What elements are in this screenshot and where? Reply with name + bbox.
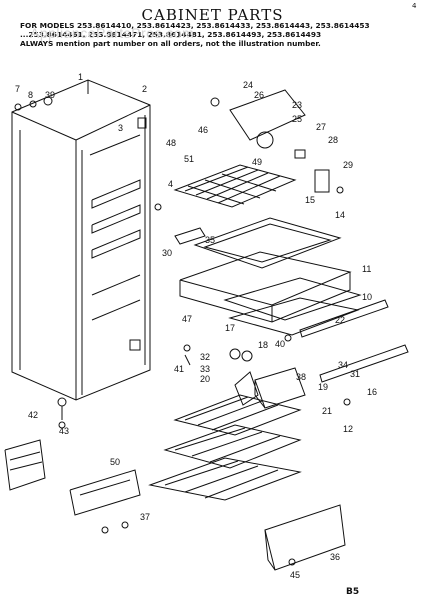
callout-41: 41 <box>174 364 184 374</box>
callout-7: 7 <box>15 84 20 94</box>
model-list: FOR MODELS 253.8614410, 253.8614423, 253… <box>20 21 400 48</box>
models-line-3: ALWAYS mention part number on all orders… <box>20 39 321 48</box>
callout-1: 1 <box>78 72 83 82</box>
callout-35: 35 <box>205 235 215 245</box>
drawer-rail <box>299 299 409 383</box>
callout-50: 50 <box>110 457 120 467</box>
callout-34: 34 <box>338 360 348 370</box>
bottom-pan <box>264 504 346 571</box>
lower-left-hardware <box>4 397 141 534</box>
callout-31: 31 <box>350 369 360 379</box>
callout-10: 10 <box>362 292 372 302</box>
callout-27: 27 <box>316 122 326 132</box>
watermark: AppliancePartsPros.com <box>30 25 195 41</box>
callout-4: 4 <box>168 179 173 189</box>
callout-11: 11 <box>362 264 371 274</box>
callout-40: 40 <box>275 339 285 349</box>
callout-19: 19 <box>318 382 328 392</box>
callout-17: 17 <box>225 323 235 333</box>
corner-mark: 4 <box>412 2 417 10</box>
callout-24: 24 <box>243 80 253 90</box>
control-housing <box>210 89 330 193</box>
callout-43: 43 <box>59 426 69 436</box>
callout-38: 38 <box>296 372 306 382</box>
page-id: B5 <box>346 587 360 597</box>
callout-39: 39 <box>45 90 55 100</box>
lower-wire-shelves <box>148 394 302 501</box>
callout-20: 20 <box>200 374 210 384</box>
callout-46: 46 <box>198 125 208 135</box>
callout-29: 29 <box>343 160 353 170</box>
callout-49: 49 <box>252 157 262 167</box>
callout-51: 51 <box>184 154 194 164</box>
callout-12: 12 <box>343 424 353 434</box>
screws-top-left <box>14 96 53 111</box>
callout-37: 37 <box>140 512 150 522</box>
callout-21: 21 <box>322 406 332 416</box>
callout-28: 28 <box>328 135 338 145</box>
callout-15: 15 <box>305 195 315 205</box>
callout-32: 32 <box>200 352 210 362</box>
callout-14: 14 <box>335 210 345 220</box>
callout-labels: 1 2 3 4 7 8 10 11 12 14 15 16 17 18 19 2… <box>15 72 377 580</box>
callout-18: 18 <box>258 340 268 350</box>
callout-16: 16 <box>367 387 377 397</box>
misc-screws <box>154 186 351 566</box>
callout-47: 47 <box>182 314 192 324</box>
models-line-2: ...253.8614461, 253.8614471, 253.8614481… <box>20 30 322 39</box>
page-title: CABINET PARTS <box>141 6 284 24</box>
callout-22: 22 <box>335 315 345 325</box>
callout-48: 48 <box>166 138 176 148</box>
callout-26: 26 <box>254 90 264 100</box>
callout-8: 8 <box>28 90 33 100</box>
meat-drawer <box>223 277 362 336</box>
models-line-1: FOR MODELS 253.8614410, 253.8614423, 253… <box>20 21 370 30</box>
callout-2: 2 <box>142 84 147 94</box>
callout-23: 23 <box>292 100 302 110</box>
callout-42: 42 <box>28 410 38 420</box>
cabinet-shell <box>11 79 151 401</box>
callout-25: 25 <box>292 114 302 124</box>
callout-45: 45 <box>290 570 300 580</box>
hinge-parts <box>183 334 292 406</box>
upper-wire-shelf <box>173 164 297 208</box>
callout-3: 3 <box>118 123 123 133</box>
callout-36: 36 <box>330 552 340 562</box>
callout-30: 30 <box>162 248 172 258</box>
crisper-cover <box>179 217 352 323</box>
callout-33: 33 <box>200 364 210 374</box>
